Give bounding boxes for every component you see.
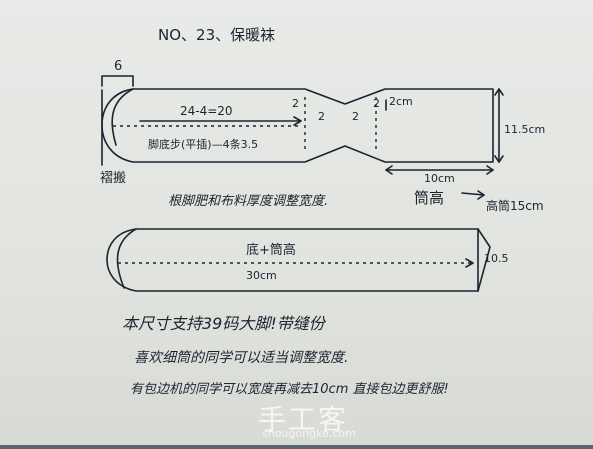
width-note: 根脚肥和布料厚度调整宽度.: [168, 193, 328, 209]
diagram-title: NO、23、保暖袜: [158, 26, 275, 44]
sock-bottom-piece: 底+筒高 30cm 10.5: [106, 228, 509, 292]
edge-label-left: 2: [292, 97, 299, 110]
bottom-end-cap: [477, 228, 491, 292]
cuff-width-label: 10cm: [424, 172, 455, 185]
note-binding: 有包边机的同学可以宽度再减去10cm 直接包边更舒服!: [130, 382, 449, 397]
note-size: 本尺寸支持39码大脚!带缝份: [122, 314, 325, 333]
length-arrow-head: [293, 116, 302, 126]
height-dim-arrows: [494, 88, 504, 163]
sock-top-piece: 6 24-4=20 脚底步(平插)—4条3.5 2 2 2 2 2cm: [100, 59, 545, 213]
cuff-pointer-arrow: [461, 192, 485, 196]
edge-label-right: 2: [373, 97, 380, 110]
toe-curve: [111, 88, 134, 146]
bottom-edge-label: 10.5: [484, 252, 509, 265]
edge-label-mid: 2: [318, 110, 325, 123]
cuff-dim-arrows: [385, 165, 494, 175]
width-bracket: [101, 75, 134, 87]
width-label: 6: [114, 59, 122, 74]
note-narrow: 喜欢细筒的同学可以适当调整宽度.: [134, 350, 349, 366]
edge-label-mid2: 2: [352, 110, 359, 123]
cuff-name-label: 筒高: [414, 189, 444, 207]
cuff-height-label: 高筒15cm: [486, 198, 544, 213]
fold-label: 褶搬: [100, 171, 126, 186]
sock-bottom-outline: [106, 228, 479, 292]
sock-top-outline: [101, 88, 494, 163]
bottom-toe-curve: [116, 228, 137, 289]
watermark-site: shougongke.com: [262, 427, 356, 440]
watermark-logo: 手工客: [258, 403, 349, 436]
sole-label: 脚底步(平插)—4条3.5: [148, 137, 258, 151]
dim-2cm-label: 2cm: [389, 95, 413, 108]
bottom-dash-arrow: [465, 258, 474, 268]
height-label: 11.5cm: [504, 123, 545, 136]
bottom-label: 底+筒高: [246, 242, 296, 258]
length-label: 24-4=20: [180, 104, 233, 118]
bottom-length-label: 30cm: [246, 269, 277, 282]
cuff-pointer-head: [477, 190, 485, 200]
